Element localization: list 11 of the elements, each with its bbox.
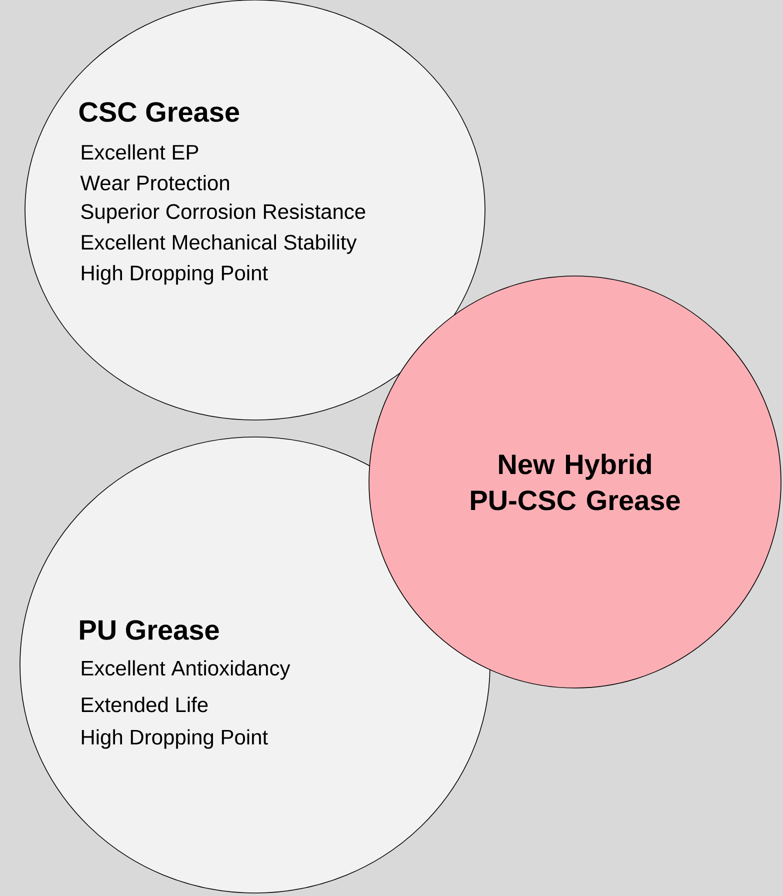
list-item: Wear Protection (80, 175, 229, 190)
list-item: Extended Life (82, 696, 208, 712)
list-item: Excellent Mechanical Stability (82, 234, 357, 254)
heading-text: PU Grease (80, 620, 219, 640)
list-item: Superior Corrosion Resistance (81, 204, 366, 224)
list-item: Excellent EP (82, 144, 198, 160)
list-item: Excellent Antioxidancy (82, 660, 290, 680)
heading-text: CSC Grease (79, 102, 240, 122)
list-item: High Dropping Point (82, 265, 268, 285)
title-text: New Hybrid PU-CSC Grease (471, 454, 680, 510)
list-item: High Dropping Point (82, 729, 268, 749)
